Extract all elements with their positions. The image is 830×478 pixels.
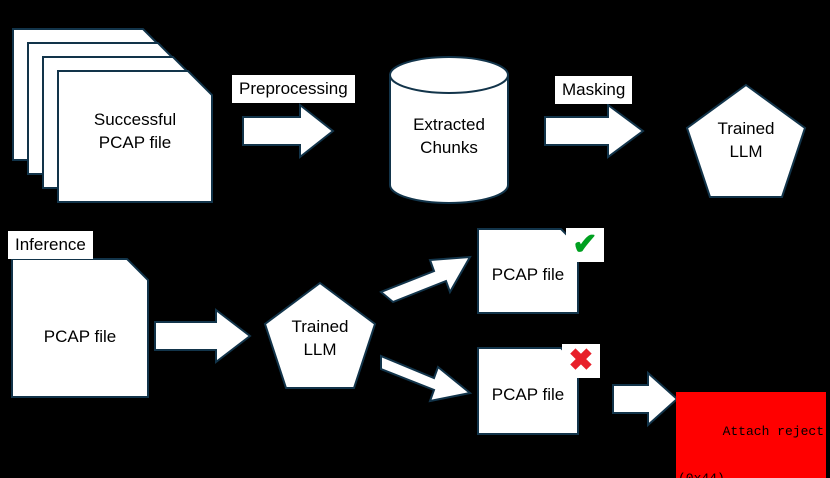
alert-line-1: Attach reject	[720, 423, 826, 440]
preprocessing-label: Preprocessing	[232, 75, 355, 104]
document-stack-icon	[12, 28, 213, 203]
document-icon-failure	[477, 347, 579, 435]
inference-section-label: Inference	[8, 231, 93, 260]
right-arrow-icon-preprocessing	[242, 102, 335, 160]
cross-mark-icon: ✖	[562, 344, 600, 378]
alert-line-2: (0x44)	[676, 471, 727, 478]
document-icon-success	[477, 228, 579, 314]
cylinder-icon-extracted-chunks	[389, 56, 509, 204]
attach-reject-alert: Attach reject (0x44)	[676, 392, 826, 478]
right-arrow-icon-alert-out	[612, 370, 679, 428]
masking-label: Masking	[555, 76, 633, 105]
up-right-arrow-icon-success	[379, 255, 472, 304]
pentagon-icon-trained-llm-inference	[263, 281, 377, 389]
down-right-arrow-icon-failure	[380, 354, 473, 403]
check-mark-icon: ✔	[566, 228, 604, 262]
right-arrow-icon-inference-in	[154, 307, 252, 365]
document-icon-input	[11, 258, 149, 398]
right-arrow-icon-masking	[544, 103, 645, 159]
pentagon-icon-trained-llm-top	[685, 83, 807, 198]
